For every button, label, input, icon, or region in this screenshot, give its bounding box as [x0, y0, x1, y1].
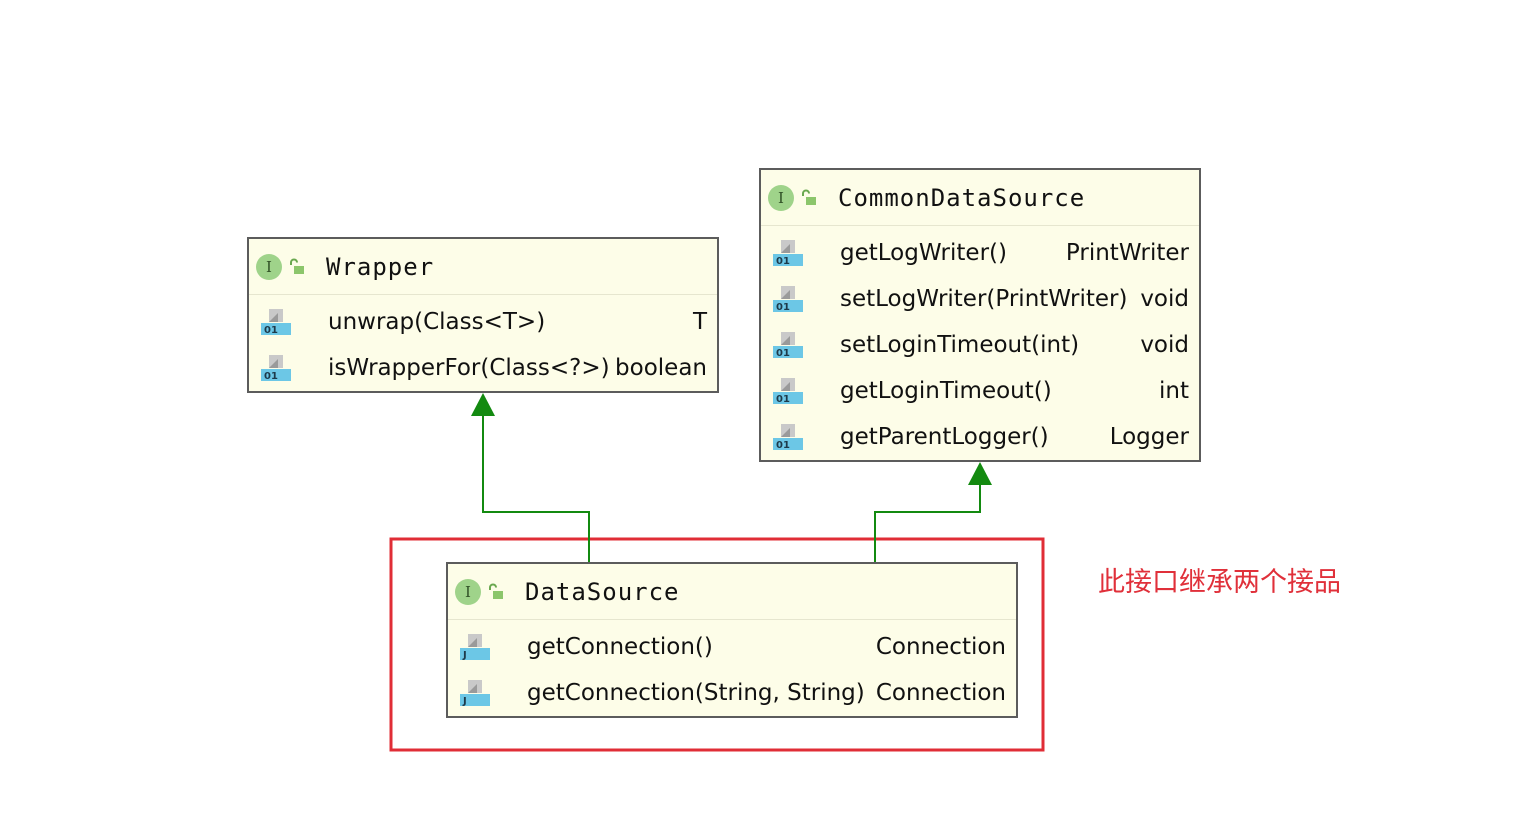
class-name: Wrapper: [326, 252, 435, 281]
method-icon: 01: [261, 309, 291, 336]
class-box-wrapper[interactable]: I Wrapper 01 unwrap(Class<T>) T 01 isWra…: [247, 237, 719, 393]
method-icon: 01: [773, 424, 803, 451]
interface-icon: I: [455, 578, 481, 605]
class-name: DataSource: [525, 577, 680, 606]
method-return-type: Connection: [875, 634, 1006, 660]
method-row[interactable]: 01 setLoginTimeout(int) void: [761, 322, 1199, 368]
method-name: isWrapperFor(Class<?>): [328, 355, 610, 381]
method-badge: 01: [776, 256, 790, 267]
method-row[interactable]: 01 setLogWriter(PrintWriter) void: [761, 276, 1199, 322]
method-icon: 01: [773, 240, 803, 267]
inherit-arrow-common: [968, 462, 992, 485]
method-icon: J: [460, 680, 490, 707]
method-row[interactable]: 01 getLoginTimeout() int: [761, 368, 1199, 414]
method-name: setLoginTimeout(int): [840, 332, 1080, 358]
inherit-line-wrapper: [482, 412, 590, 562]
method-return-type: int: [1159, 378, 1189, 404]
annotation-note: 此接口继承两个接品: [1098, 567, 1341, 598]
class-header: I DataSource: [448, 564, 1016, 620]
method-row[interactable]: 01 getLogWriter() PrintWriter: [761, 230, 1199, 276]
class-header: I CommonDataSource: [761, 170, 1199, 226]
interface-icon: I: [256, 253, 282, 280]
class-box-common-data-source[interactable]: I CommonDataSource 01 getLogWriter() Pri…: [759, 168, 1201, 462]
method-return-type: Connection: [875, 680, 1006, 706]
method-badge: 01: [264, 325, 278, 336]
unlocked-icon: [802, 189, 816, 205]
method-return-type: void: [1140, 332, 1189, 358]
unlocked-icon: [489, 583, 503, 599]
method-row[interactable]: J getConnection() Connection: [448, 624, 1016, 670]
method-badge: 01: [264, 371, 278, 382]
method-name: setLogWriter(PrintWriter): [840, 286, 1128, 312]
method-badge: 01: [776, 348, 790, 359]
method-return-type: boolean: [615, 355, 707, 381]
method-icon: 01: [261, 355, 291, 382]
method-return-type: void: [1140, 286, 1189, 312]
method-icon: J: [460, 634, 490, 661]
method-name: getParentLogger(): [840, 424, 1049, 450]
method-row[interactable]: J getConnection(String, String) Connecti…: [448, 670, 1016, 716]
method-icon: 01: [773, 286, 803, 313]
class-header: I Wrapper: [249, 239, 717, 295]
method-badge: 01: [776, 394, 790, 405]
unlocked-icon: [290, 258, 304, 274]
method-name: getLoginTimeout(): [840, 378, 1052, 404]
interface-icon: I: [768, 184, 794, 211]
class-box-data-source[interactable]: I DataSource J getConnection() Connectio…: [446, 562, 1018, 718]
method-badge: 01: [776, 302, 790, 313]
method-name: getLogWriter(): [840, 240, 1007, 266]
method-row[interactable]: 01 getParentLogger() Logger: [761, 414, 1199, 460]
inherit-arrow-wrapper: [471, 393, 495, 416]
method-name: getConnection(): [527, 634, 713, 660]
method-return-type: T: [692, 309, 707, 335]
method-badge: 01: [776, 440, 790, 451]
inherit-line-common: [874, 482, 981, 562]
highlight-frame: [389, 537, 1045, 752]
method-return-type: PrintWriter: [1065, 240, 1189, 266]
method-row[interactable]: 01 isWrapperFor(Class<?>) boolean: [249, 345, 717, 391]
method-badge: J: [462, 696, 467, 707]
class-name: CommonDataSource: [838, 183, 1086, 212]
method-badge: J: [462, 650, 467, 661]
method-icon: 01: [773, 378, 803, 405]
method-name: unwrap(Class<T>): [328, 309, 546, 335]
method-icon: 01: [773, 332, 803, 359]
method-row[interactable]: 01 unwrap(Class<T>) T: [249, 299, 717, 345]
method-name: getConnection(String, String): [527, 680, 865, 706]
method-return-type: Logger: [1109, 424, 1189, 450]
